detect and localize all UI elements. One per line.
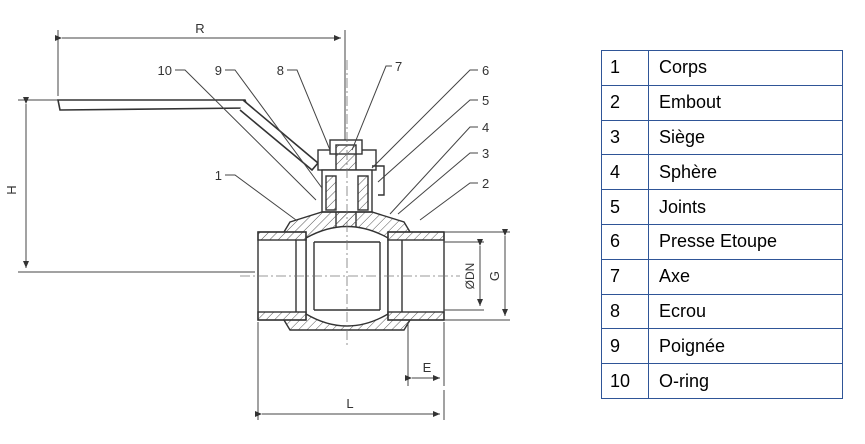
valve-body [257,211,445,331]
part-name: Corps [648,50,843,86]
parts-table: 1 Corps 2 Embout 3 Siège 4 Sphère 5 Join… [601,50,843,399]
dimension-g-label: G [487,271,502,281]
table-row: 6 Presse Etoupe [601,223,843,260]
part-name: Sphère [648,154,843,191]
part-number: 1 [601,50,649,86]
dimension-r-label: R [195,21,204,36]
leader-lines [175,65,478,221]
callout-10: 10 [158,63,172,78]
callout-4: 4 [482,120,489,135]
part-number: 7 [601,258,649,295]
callout-9: 9 [215,63,222,78]
part-name: Siège [648,119,843,156]
part-name: Presse Etoupe [648,223,843,260]
callout-5: 5 [482,93,489,108]
part-number: 5 [601,189,649,225]
part-number: 6 [601,223,649,260]
part-name: Embout [648,84,843,121]
part-name: Poignée [648,328,843,365]
callout-3: 3 [482,146,489,161]
dimension-e [405,322,445,386]
dimension-h-label: H [4,185,19,194]
dimension-e-label: E [423,360,432,375]
callout-2: 2 [482,176,489,191]
dimension-dn-label: ØDN [463,263,477,290]
dimension-dn-g [444,229,510,321]
table-row: 9 Poignée [601,328,843,365]
table-row: 5 Joints [601,189,843,225]
part-number: 3 [601,119,649,156]
part-name: O-ring [648,363,843,399]
table-row: 3 Siège [601,119,843,156]
part-number: 8 [601,293,649,330]
dimension-h [18,97,255,273]
part-number: 10 [601,363,649,399]
dimension-l-label: L [346,396,353,411]
callout-6: 6 [482,63,489,78]
lever-handle-bend [239,99,320,172]
valve-technical-drawing: R H [4,21,510,420]
callout-8: 8 [277,63,284,78]
part-number: 4 [601,154,649,191]
part-name: Axe [648,258,843,295]
dimension-l [255,322,445,420]
part-number: 9 [601,328,649,365]
part-name: Joints [648,189,843,225]
lever-handle [57,99,250,111]
table-row: 2 Embout [601,84,843,121]
table-row: 4 Sphère [601,154,843,191]
table-row: 8 Ecrou [601,293,843,330]
table-row: 10 O-ring [601,363,843,399]
part-number: 2 [601,84,649,121]
table-row: 7 Axe [601,258,843,295]
table-row: 1 Corps [601,50,843,86]
part-name: Ecrou [648,293,843,330]
callout-7: 7 [395,59,402,74]
dimension-r [55,30,346,140]
centerlines [240,60,460,345]
callout-1: 1 [215,168,222,183]
